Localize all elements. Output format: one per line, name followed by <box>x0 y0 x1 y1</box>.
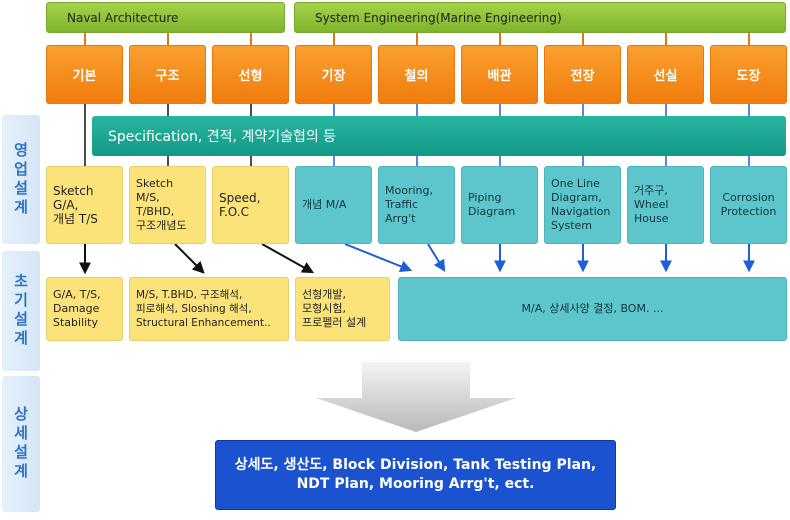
discipline-painting: 도장 <box>710 45 787 104</box>
detail-line-2: NDT Plan, Mooring Arrg't, ect. <box>296 476 535 492</box>
initial-item-hull-form: 선형개발, 모형시험, 프로펠러 설계 <box>295 277 390 341</box>
sales-item-hull-form: Speed, F.O.C <box>212 166 289 244</box>
discipline-structure: 구조 <box>129 45 206 104</box>
detail-line-1: 상세도, 생산도, Block Division, Tank Testing P… <box>234 457 597 473</box>
detail-design-box: 상세도, 생산도, Block Division, Tank Testing P… <box>215 440 616 510</box>
initial-item-system: M/A, 상세사양 결정, BOM. ... <box>398 277 787 341</box>
discipline-outfitting: 철의 <box>378 45 455 104</box>
sales-item-basic: Sketch G/A, 개념 T/S <box>46 166 123 244</box>
phase-initial-design: 초기설계 <box>2 251 40 371</box>
phase-sales-design: 영업설계 <box>2 115 40 244</box>
discipline-basic: 기본 <box>46 45 123 104</box>
sales-item-piping: Piping Diagram <box>461 166 538 244</box>
sales-item-structure: Sketch M/S, T/BHD, 구조개념도 <box>129 166 206 244</box>
initial-item-basic: G/A, T/S, Damage Stability <box>46 277 123 341</box>
discipline-electrical: 전장 <box>544 45 621 104</box>
discipline-hull-form: 선형 <box>212 45 289 104</box>
phase-detail-design: 상세설계 <box>2 376 40 512</box>
sales-item-outfitting: Mooring, Traffic Arrg't <box>378 166 455 244</box>
sales-item-machinery: 개념 M/A <box>295 166 372 244</box>
discipline-piping: 배관 <box>461 45 538 104</box>
sales-item-accommodation: 거주구, Wheel House <box>627 166 704 244</box>
discipline-accommodation: 선실 <box>627 45 704 104</box>
flow-arrow <box>316 362 516 432</box>
sales-item-electrical: One Line Diagram, Navigation System <box>544 166 621 244</box>
sales-item-painting: Corrosion Protection <box>710 166 787 244</box>
discipline-machinery: 기장 <box>295 45 372 104</box>
naval-architecture-header: Naval Architecture <box>46 2 285 33</box>
initial-item-structure: M/S, T.BHD, 구조해석, 피로해석, Sloshing 해석, Str… <box>129 277 289 341</box>
specification-bar: Specification, 견적, 계약기술협의 등 <box>92 116 786 156</box>
system-engineering-header: System Engineering(Marine Engineering) <box>294 2 786 33</box>
